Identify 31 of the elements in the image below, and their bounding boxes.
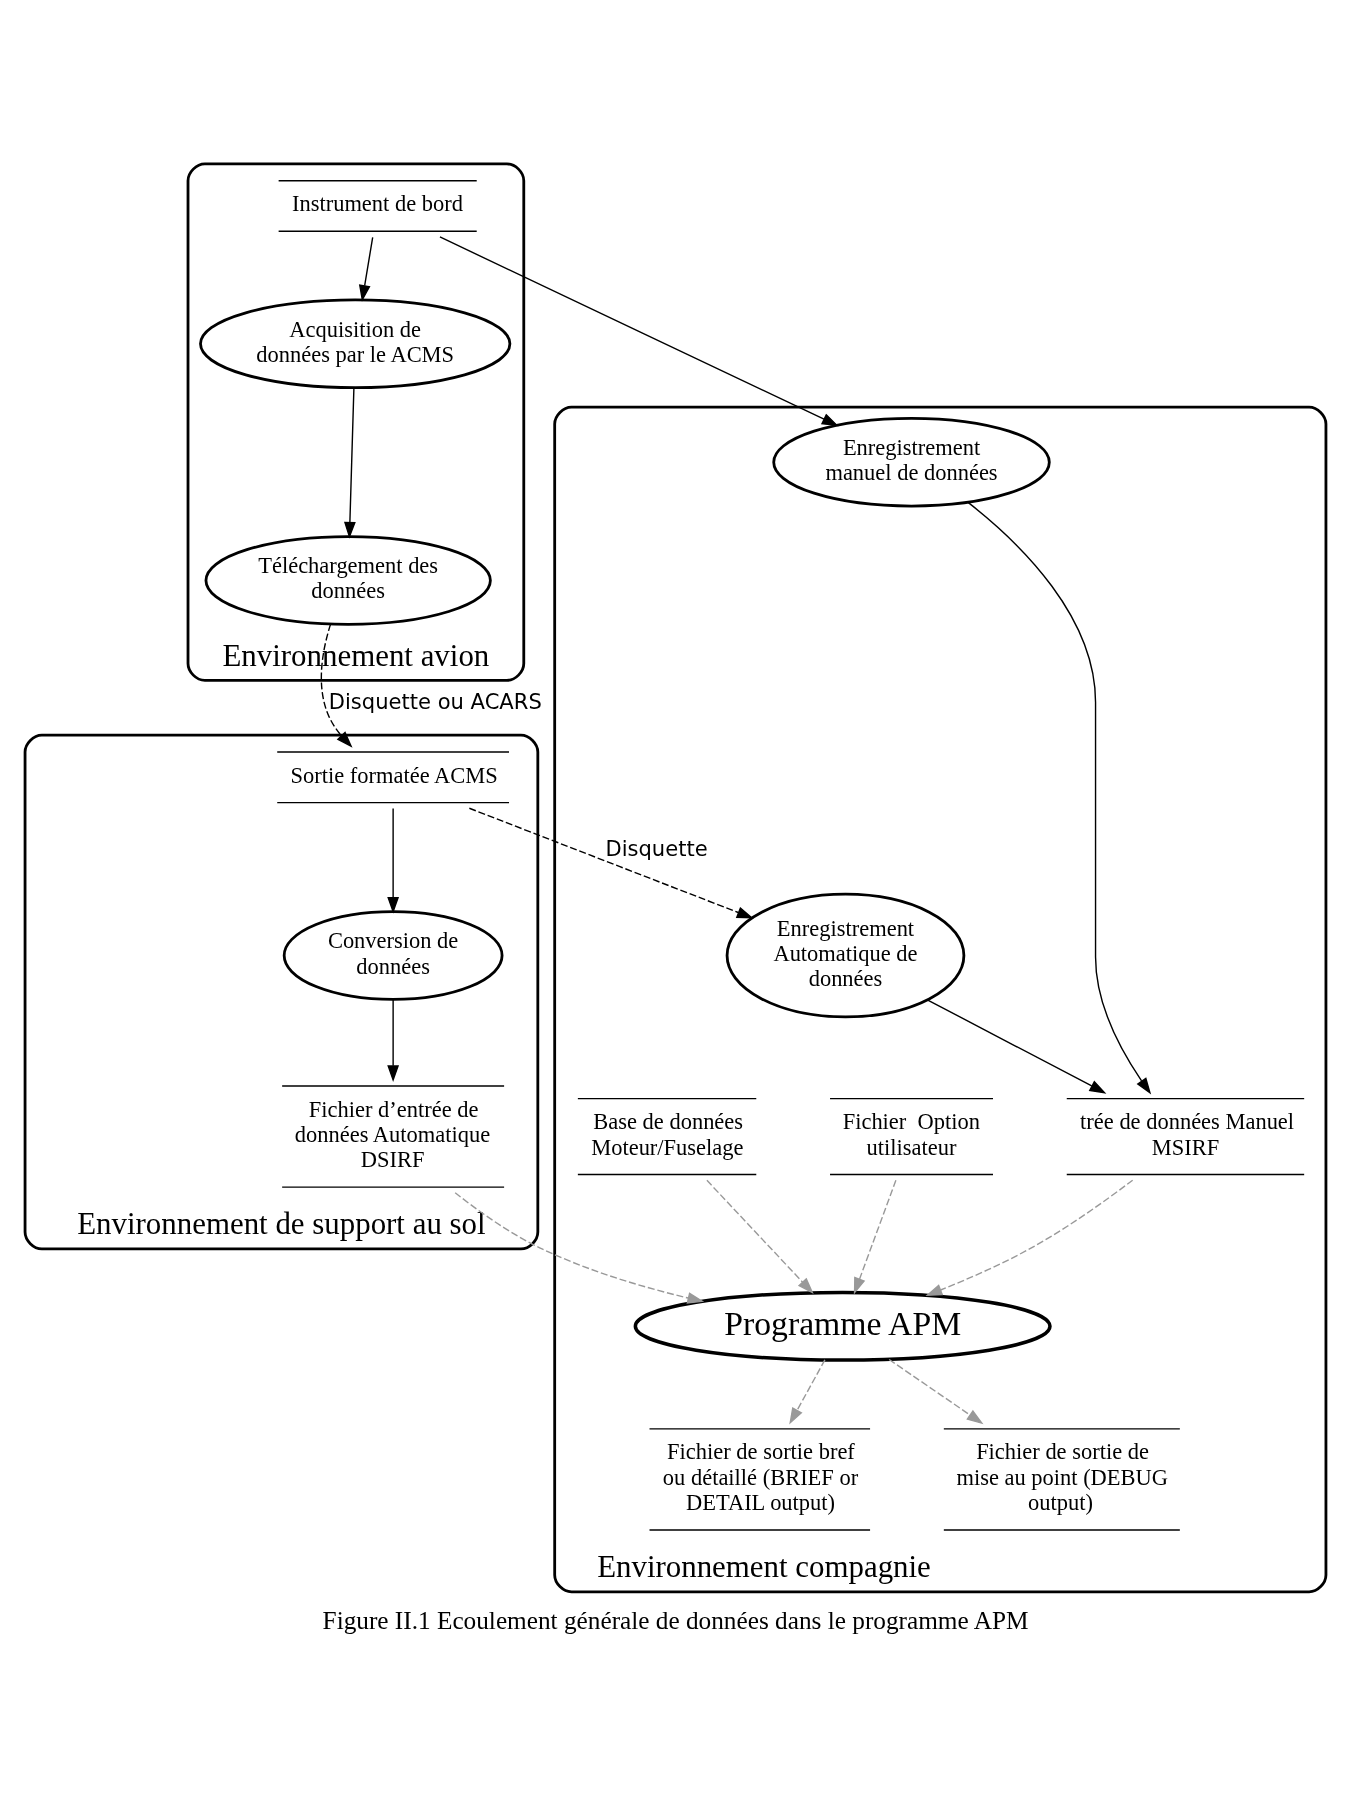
arrow [387, 998, 400, 1083]
node-ellipse: Enregistrement manuel de données [772, 416, 1051, 508]
node-text: Instrument de bord [291, 191, 463, 217]
node-ellipse: Acquisition de données par le ACMS [199, 298, 512, 390]
arrow [439, 236, 839, 427]
arrow [358, 236, 374, 302]
arrow [789, 1359, 826, 1425]
edge-label: Disquette ou ACARS [328, 688, 542, 714]
arrow [888, 1358, 984, 1425]
node-text: Fichier Option utilisateur [842, 1109, 980, 1160]
caption: Figure II.1 Ecoulement générale de données dans le programme APM [322, 1605, 1029, 1634]
node-text: Sortie formatée ACMS [290, 762, 498, 788]
node-text: Fichier d’entrée de données Automatique DSIRF [294, 1096, 491, 1173]
arrow [468, 807, 754, 919]
arrow [454, 1192, 705, 1304]
arrow [967, 501, 1152, 1095]
arrow [344, 386, 356, 539]
edge-label: Disquette [605, 836, 708, 861]
node-text: Fichier de sortie de mise au point (DEBUG output) [956, 1439, 1169, 1516]
node-ellipse: Téléchargement des données [204, 535, 492, 626]
arrow [925, 1179, 1134, 1296]
arrow [927, 999, 1107, 1094]
node-text: Base de données Moteur/Fuselage [591, 1109, 744, 1160]
arrow [320, 623, 353, 748]
arrow [706, 1179, 814, 1294]
node-ellipse: Conversion de données [282, 910, 504, 1001]
node-text: Fichier de sortie bref ou détaillé (BRIEF or DETAIL output) [662, 1439, 859, 1516]
node-ellipse: Enregistrement Automatique de données [725, 892, 966, 1019]
node-text: trée de données Manuel MSIRF [1080, 1109, 1295, 1160]
arrow [853, 1179, 897, 1295]
arrow [387, 807, 400, 914]
